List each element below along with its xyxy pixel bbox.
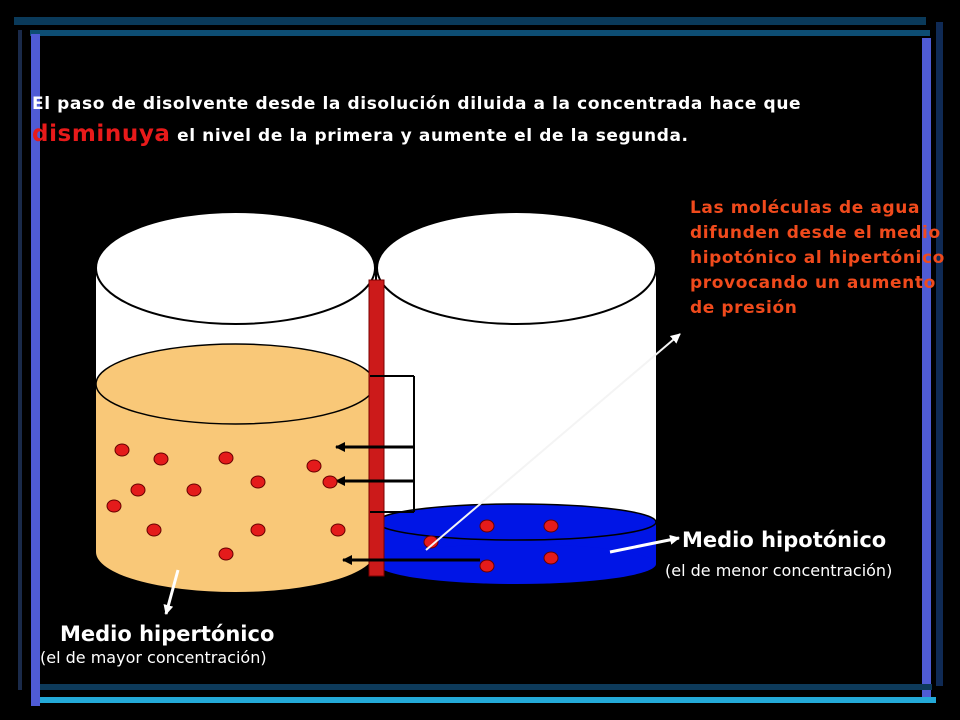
solute-dot	[250, 523, 266, 537]
solute-dot	[543, 519, 559, 533]
solute-dot	[322, 475, 338, 489]
hypotonic-title: Medio hipotónico	[682, 528, 887, 552]
solute-dot	[146, 523, 162, 537]
osmosis-note: Las moléculas de agua difunden desde el …	[690, 198, 945, 318]
solute-dot	[106, 499, 122, 513]
frame-left-bar	[31, 34, 40, 706]
hypertonic-liquid-surface	[95, 343, 376, 425]
frame-left-bar-thin	[18, 30, 22, 690]
delta-h-bracket	[370, 375, 415, 513]
solute-dot	[218, 451, 234, 465]
solute-dot	[153, 452, 169, 466]
intro-text-part1: El paso de disolvente desde la disolució…	[32, 94, 802, 114]
solute-dot	[330, 523, 346, 537]
intro-text: El paso de disolvente desde la disolució…	[32, 89, 942, 151]
frame-right-bar-thin	[936, 22, 943, 686]
frame-top-bar	[14, 17, 926, 25]
solute-dot	[114, 443, 130, 457]
hypertonic-title: Medio hipertónico	[60, 622, 275, 646]
intro-highlight: disminuya	[32, 121, 171, 147]
hypertonic-pointer-line	[163, 569, 180, 615]
semipermeable-membrane	[368, 279, 385, 577]
hypertonic-solute-dots	[106, 443, 346, 561]
solute-dot	[479, 559, 495, 573]
delta-h-label: ∆ h	[422, 408, 469, 441]
hypotonic-pointer-line	[609, 534, 680, 554]
frame-top-bar-inner	[30, 30, 930, 36]
solute-dot	[218, 547, 234, 561]
frame-right-bar	[922, 38, 931, 698]
hypotonic-tank	[376, 211, 657, 584]
solute-dot	[306, 459, 322, 473]
hypotonic-liquid-surface	[376, 503, 657, 541]
hypertonic-subtitle: (el de mayor concentración)	[40, 648, 267, 667]
solute-dot	[130, 483, 146, 497]
hypotonic-solute-dots	[423, 519, 559, 573]
solute-dot	[186, 483, 202, 497]
solute-dot	[479, 519, 495, 533]
frame-bottom-bar-light	[40, 697, 936, 703]
solute-dot	[423, 535, 439, 549]
hypotonic-subtitle: (el de menor concentración)	[665, 561, 893, 580]
hypertonic-tank	[95, 211, 376, 592]
frame-bottom-bar	[40, 684, 932, 690]
solute-dot	[543, 551, 559, 565]
note-pointer-line	[425, 333, 681, 551]
intro-text-part2: el nivel de la primera y aumente el de l…	[177, 126, 689, 146]
solute-dot	[250, 475, 266, 489]
